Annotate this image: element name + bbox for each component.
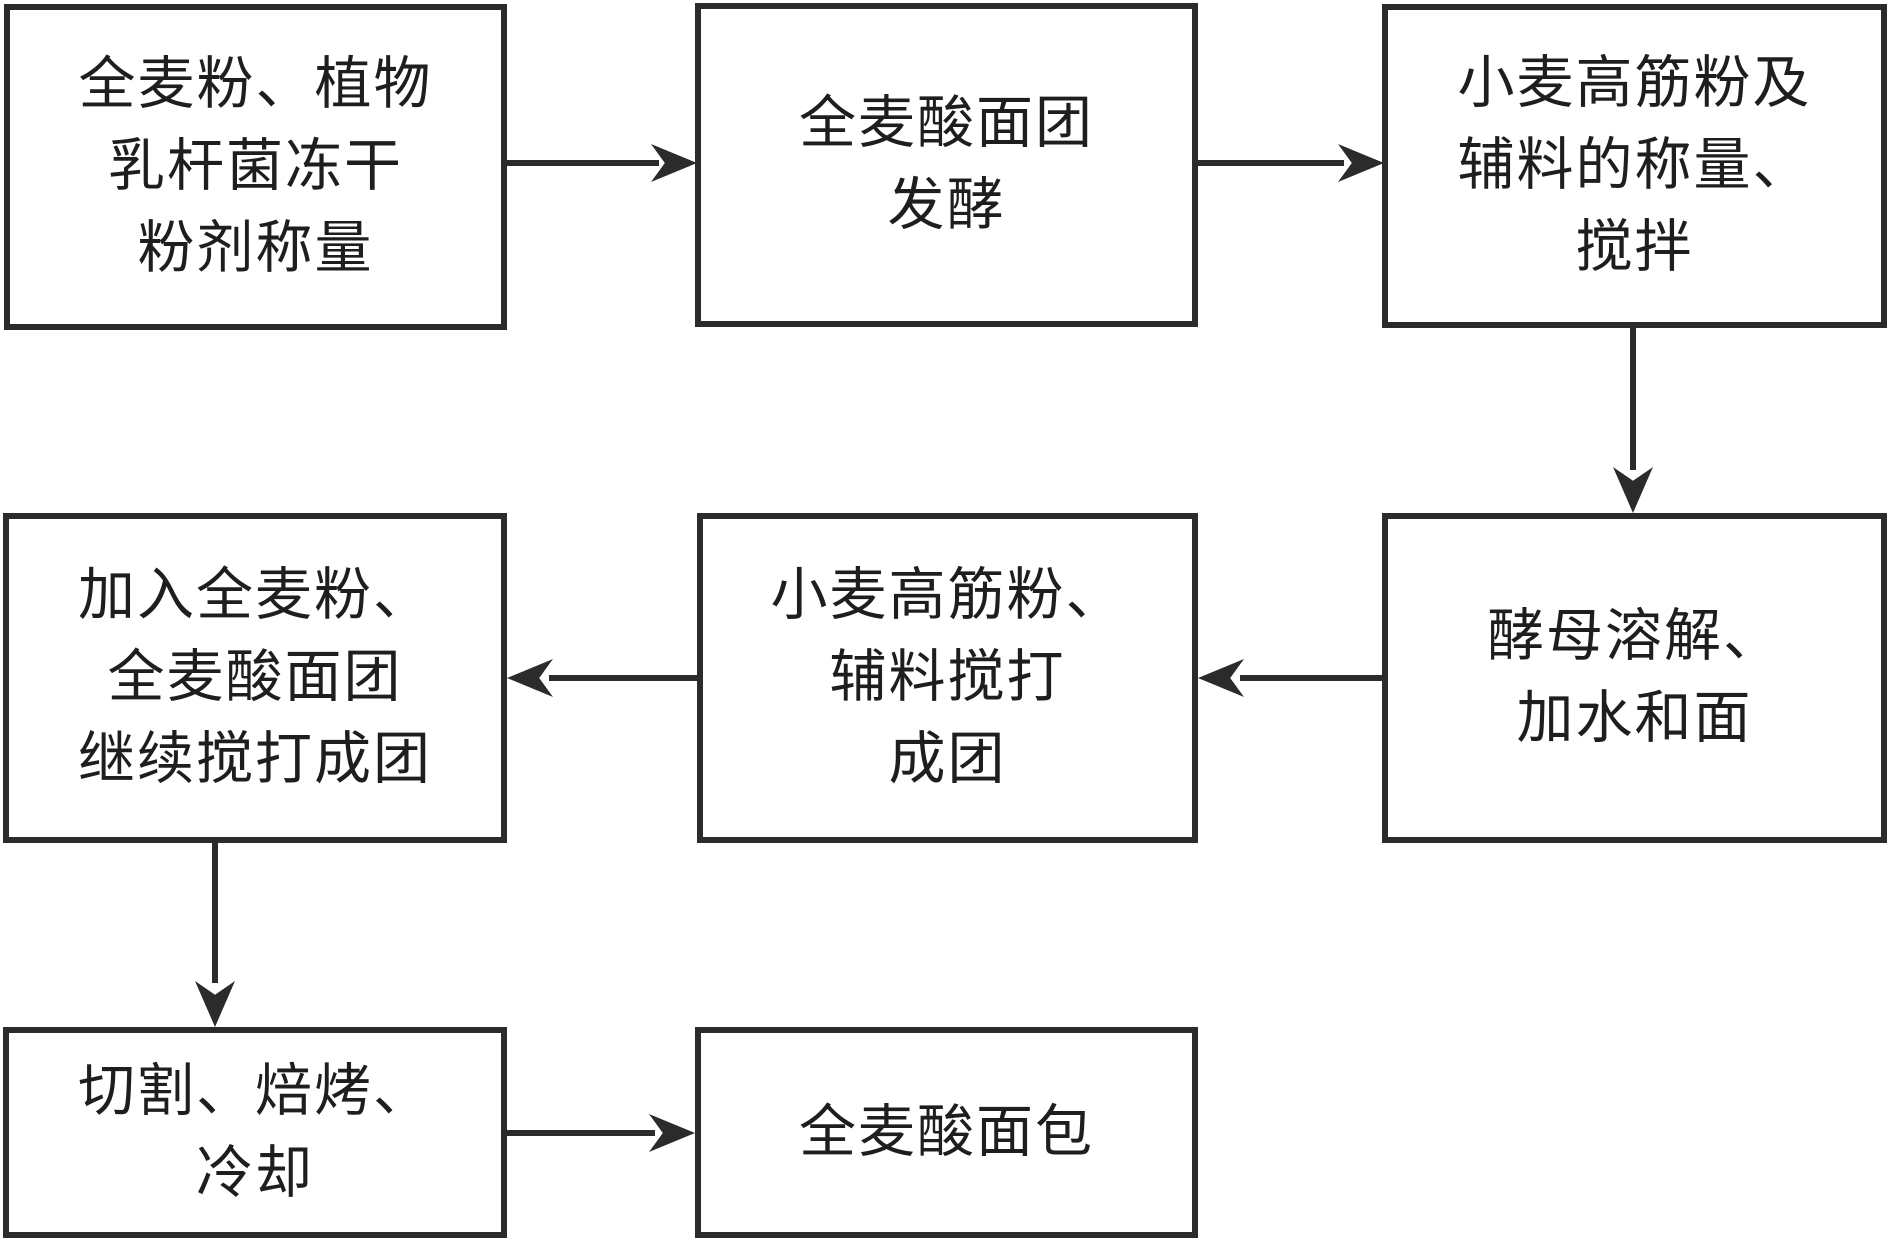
flow-node-text-line: 小麦高筋粉、 [770,564,1125,627]
flow-node-text-line: 全麦酸面包 [799,1100,1094,1164]
arrowhead-left-icon [507,659,553,697]
arrow-shaft [1240,675,1382,681]
flow-node-text-line: 加入全麦粉、 [78,564,432,627]
flow-node-text-line: 继续搅打成团 [78,728,432,791]
flow-node-sourdough-fermentation: 全麦酸面团 发酵 [695,3,1198,327]
flow-node-cut-bake-cool: 切割、焙烤、 冷却 [3,1027,507,1238]
flow-node-text-line: 粉剂称量 [137,217,374,280]
flow-node-text-line: 发酵 [887,174,1006,237]
flow-node-text-line: 小麦高筋粉及 [1457,52,1812,115]
flow-node-wholewheat-sourdough-bread: 全麦酸面包 [695,1027,1198,1238]
arrowhead-right-icon [649,1114,695,1152]
flow-node-text-line: 搅拌 [1575,216,1694,279]
flow-node-text-line: 辅料的称量、 [1457,134,1812,197]
flow-node-text-line: 冷却 [196,1141,314,1205]
flow-node-text-line: 乳杆菌冻干 [108,135,403,198]
flow-node-text-line: 全麦酸面团 [107,646,403,709]
flow-node-text-line: 全麦酸面团 [799,92,1094,155]
arrow-shaft [507,160,659,166]
arrow-shaft [212,843,218,983]
arrowhead-right-icon [1338,144,1384,182]
flow-node-text-line: 成团 [888,728,1007,791]
flow-node-yeast-dissolve-knead: 酵母溶解、 加水和面 [1382,513,1887,843]
flow-node-text-line: 切割、焙烤、 [78,1059,432,1123]
arrow-shaft [1198,160,1344,166]
flow-node-text-line: 加水和面 [1516,687,1753,750]
flow-node-add-wholewheat-continue-beating: 加入全麦粉、 全麦酸面团 继续搅打成团 [3,513,507,843]
flow-node-text-line: 全麦粉、植物 [78,53,433,116]
arrow-shaft [549,675,697,681]
flow-node-weigh-mix-flour-ingredients: 小麦高筋粉及 辅料的称量、 搅拌 [1382,4,1887,328]
flow-node-text-line: 辅料搅打 [829,646,1066,709]
arrow-shaft [507,1130,655,1136]
arrowhead-left-icon [1198,659,1244,697]
arrowhead-down-icon [1613,467,1653,513]
flow-node-flour-ingredients-beat-dough: 小麦高筋粉、 辅料搅打 成团 [697,513,1198,843]
flow-node-text-line: 酵母溶解、 [1487,605,1782,668]
flow-node-weigh-wholewheat-lactobacillus: 全麦粉、植物 乳杆菌冻干 粉剂称量 [4,4,507,330]
arrow-shaft [1630,328,1636,470]
arrowhead-down-icon [195,981,235,1027]
